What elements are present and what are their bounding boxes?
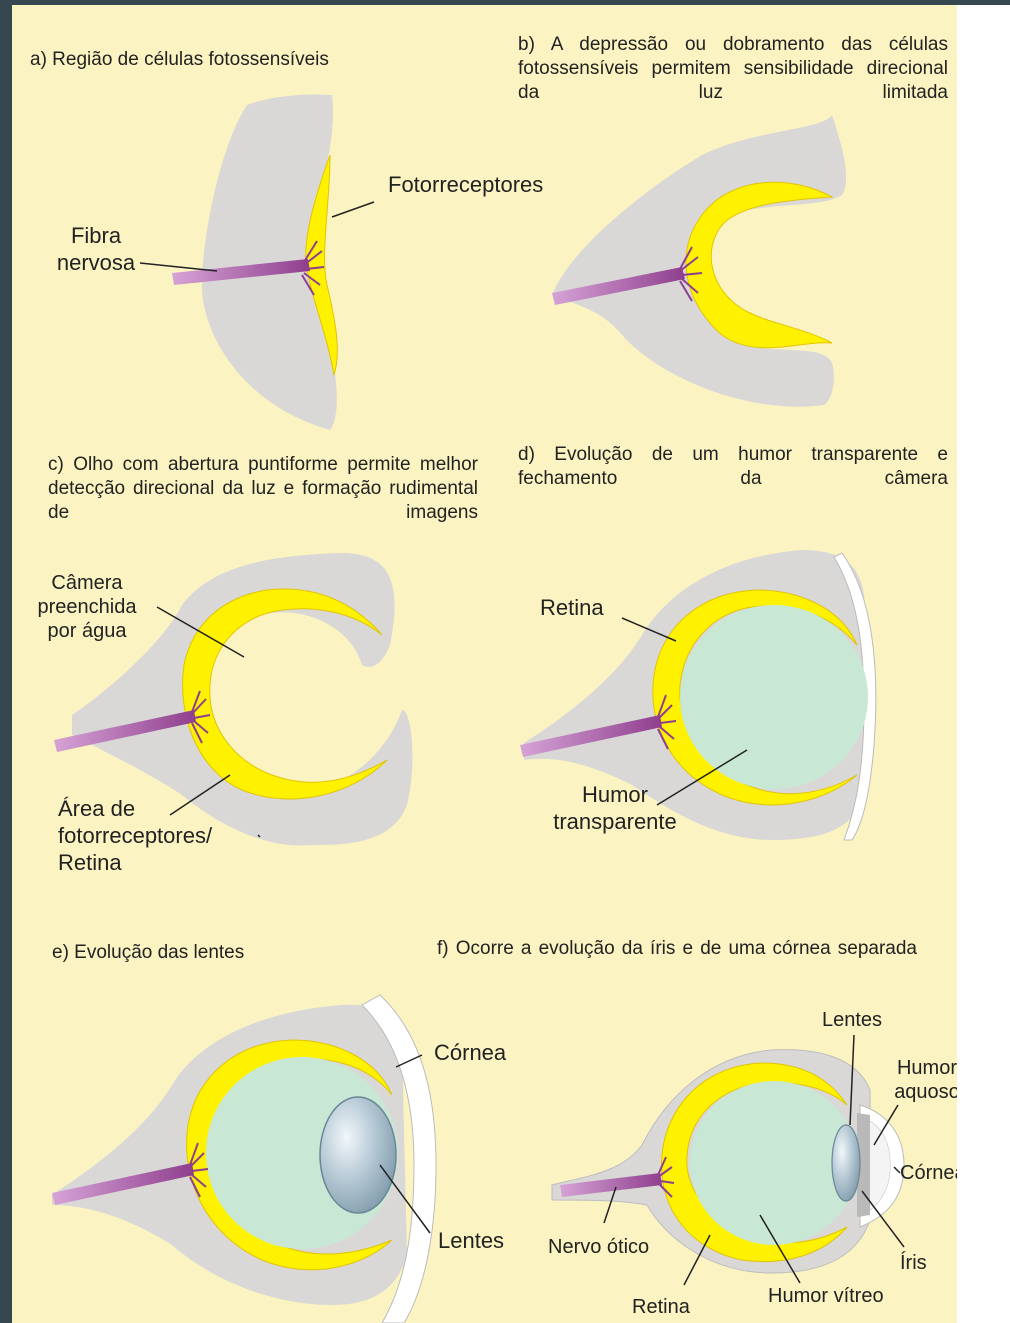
panel-f-lens (832, 1125, 860, 1201)
label-f-retina: Retina (632, 1295, 690, 1319)
panel-d-transparent-humor (680, 605, 868, 789)
caption-e: e) Evolução das lentes (52, 941, 352, 965)
panel-b-drawing (552, 115, 846, 407)
label-photoreceptor-area: Área de fotorreceptores/ Retina (58, 795, 238, 876)
label-water-chamber: Câmera preenchida por água (28, 571, 146, 643)
label-photoreceptors: Fotorreceptores (388, 171, 543, 198)
label-e-cornea: Córnea (434, 1039, 506, 1066)
caption-c: c) Olho com abertura puntiforme permite … (48, 453, 478, 525)
label-f-optic-nerve: Nervo ótico (548, 1235, 649, 1259)
label-e-lens: Lentes (438, 1227, 504, 1254)
caption-a: a) Região de células fotossensíveis (30, 48, 410, 72)
right-margin-strip (957, 5, 1010, 1323)
panel-a-drawing (140, 94, 374, 430)
label-d-retina: Retina (540, 594, 604, 621)
caption-d: d) Evolução de um humor transparente e f… (518, 443, 948, 491)
label-f-aqueous-humor: Humor aquoso (884, 1056, 957, 1104)
label-f-lens: Lentes (822, 1008, 882, 1032)
label-transparent-humor: Humor transparente (540, 781, 690, 835)
label-nerve-fiber: Fibra nervosa (48, 222, 144, 276)
eye-evolution-figure: a) Região de células fotossensíveis b) A… (12, 5, 957, 1323)
label-f-iris: Íris (900, 1251, 927, 1275)
label-f-cornea: Córnea (900, 1161, 957, 1185)
caption-f: f) Ocorre a evolução da íris e de uma có… (437, 937, 917, 961)
label-f-vitreous-humor: Humor vítreo (768, 1284, 884, 1308)
caption-b: b) A depressão ou dobramento das células… (518, 33, 948, 105)
panel-a-leader-photoreceptors (332, 202, 374, 217)
panel-e-lens (320, 1097, 396, 1213)
panel-e-drawing (52, 995, 436, 1323)
eye-evolution-diagram (12, 5, 957, 1323)
